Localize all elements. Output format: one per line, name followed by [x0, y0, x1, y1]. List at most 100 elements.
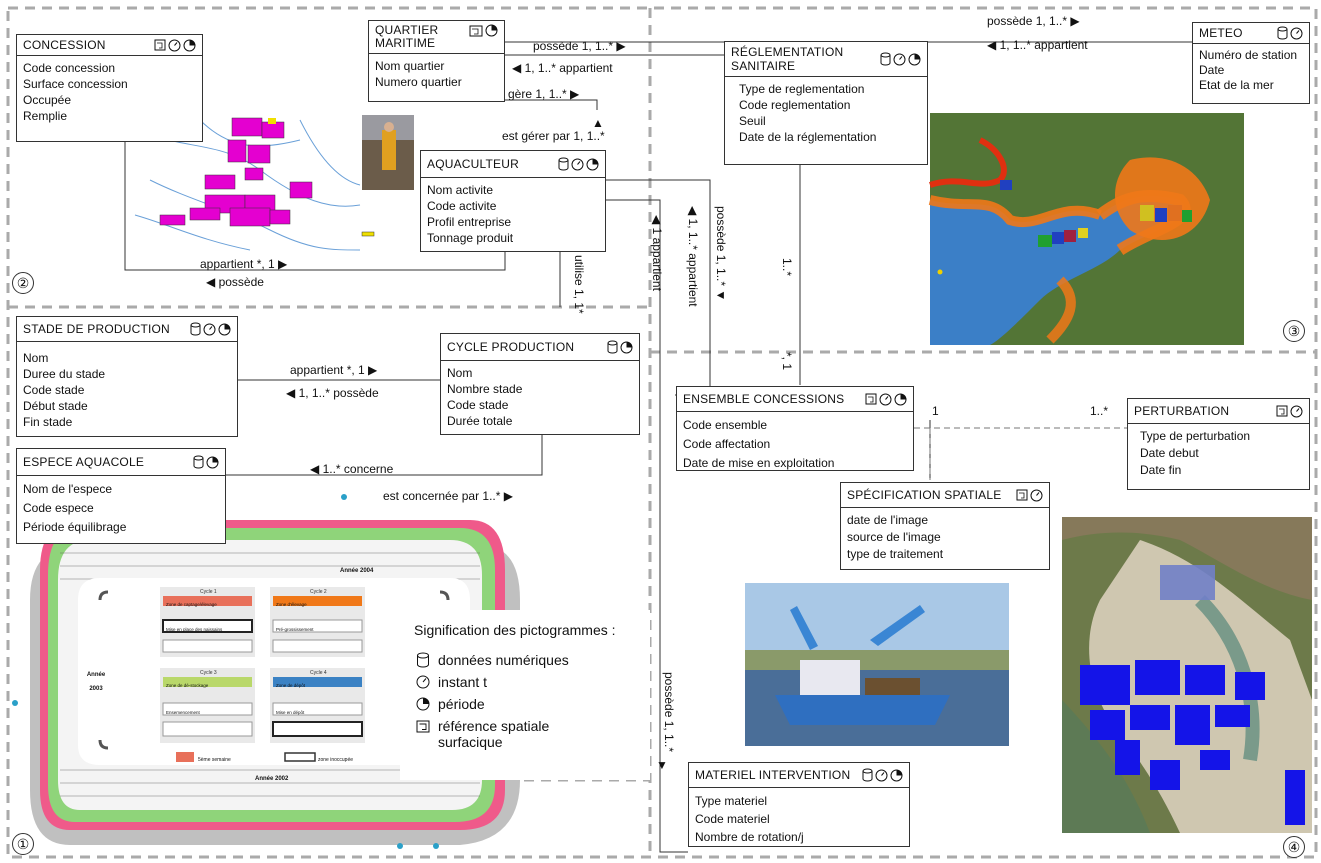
half-circle-icon — [485, 24, 498, 37]
legend-label: référence spatiale surfacique — [438, 718, 550, 750]
relation-label: possède 1, 1..* ▶ — [987, 14, 1080, 28]
attr: Remplie — [23, 109, 68, 123]
relation-label: est gérer par 1, 1..* — [502, 129, 605, 143]
entity-title: QUARTIER — [375, 23, 439, 37]
entity-specification-spatiale[interactable]: SPÉCIFICATION SPATIALE date de l'image s… — [840, 482, 1050, 570]
relation-label: ◀ 1 appartient — [650, 215, 664, 291]
entity-title-line2: MARITIME — [375, 36, 436, 50]
area-icon — [154, 39, 166, 51]
svg-text:Cycle 1: Cycle 1 — [200, 589, 217, 595]
entity-title: METEO — [1199, 26, 1243, 40]
calendar-step: Pré-grossissement — [276, 627, 314, 632]
attr: Date de la réglementation — [739, 130, 877, 144]
attr: Date de mise en exploitation — [683, 456, 835, 470]
entity-meteo[interactable]: METEO Numéro de station Date Etat de la … — [1192, 22, 1310, 104]
half-circle-icon — [894, 393, 907, 405]
attr: Nom activite — [427, 183, 494, 197]
attr: Code affectation — [683, 437, 771, 451]
relation-label: est concernée par 1..* ▶ — [383, 489, 513, 503]
entity-perturbation[interactable]: PERTURBATION Type de perturbation Date d… — [1127, 398, 1310, 490]
legend-item: instant t — [416, 674, 650, 690]
attr: Code materiel — [695, 812, 770, 826]
relation-label: possède 1, 1..* ▼ — [714, 206, 728, 302]
entity-title: ENSEMBLE CONCESSIONS — [683, 392, 845, 406]
cylinder-icon — [417, 652, 429, 668]
attr: Nom — [447, 366, 473, 380]
attr: Type de reglementation — [739, 82, 865, 96]
cylinder-icon — [193, 455, 204, 469]
entity-ensemble-concessions[interactable]: ENSEMBLE CONCESSIONS Code ensemble Code … — [676, 386, 914, 471]
entity-title: SPÉCIFICATION SPATIALE — [847, 488, 1002, 502]
calendar-zone: Zone de dé-stockage — [166, 683, 209, 688]
area-icon — [1276, 405, 1288, 417]
attr: Nom — [23, 351, 49, 365]
relation-label: ◀ possède — [206, 275, 264, 289]
calendar-zone: Zone de dépôt — [276, 683, 306, 688]
relation-label: utilise 1, 1* — [572, 255, 586, 314]
satellite-map — [1062, 517, 1312, 833]
attr: Etat de la mer — [1199, 78, 1274, 92]
legend-item: référence spatiale surfacique — [416, 718, 650, 750]
attr: Type de perturbation — [1140, 429, 1251, 443]
relation-label: ◀ 1, 1..* possède — [286, 386, 379, 400]
attr: Duree du stade — [23, 367, 106, 381]
entity-title: RÉGLEMENTATION — [731, 45, 844, 59]
calendar-step: Mise en place des naissains — [166, 627, 223, 632]
attr: Tonnage produit — [427, 231, 514, 245]
attr: Durée totale — [447, 414, 513, 428]
cylinder-icon — [880, 52, 891, 66]
cylinder-icon — [1277, 26, 1288, 40]
area-icon — [865, 393, 877, 405]
calendar-legend: zone inoccupée — [318, 757, 354, 763]
attr: Type materiel — [695, 794, 768, 808]
section-number-text: ① — [16, 835, 30, 852]
entity-concession[interactable]: CONCESSION Code concession Surface conce… — [16, 34, 203, 142]
attr: source de l'image — [847, 530, 941, 544]
relation-label: appartient *, 1 ▶ — [200, 257, 288, 271]
half-circle-icon — [183, 39, 196, 51]
clock-icon — [416, 675, 430, 689]
attr: Nombre stade — [447, 382, 523, 396]
attr: Date debut — [1140, 446, 1199, 460]
entity-cycle-production[interactable]: CYCLE PRODUCTION Nom Nombre stade Code s… — [440, 333, 640, 435]
arrow-up-icon: ▲ — [592, 116, 604, 130]
entity-title: PERTURBATION — [1134, 404, 1230, 418]
section-number-text: ③ — [1287, 322, 1301, 339]
section-number: ① — [12, 833, 34, 855]
relation-label: possède 1, 1..* — [662, 672, 676, 753]
attr: Occupée — [23, 93, 72, 107]
entity-espece-aquacole[interactable]: ESPECE AQUACOLE Nom de l'espece Code esp… — [16, 448, 226, 544]
entity-title: STADE DE PRODUCTION — [23, 322, 170, 336]
entity-aquaculteur[interactable]: AQUACULTEUR Nom activite Code activite P… — [420, 150, 606, 252]
clock-icon — [875, 769, 888, 781]
relation-label: ◀ 1..* concerne — [310, 462, 394, 476]
attr: Code reglementation — [739, 98, 851, 112]
clock-icon — [893, 53, 906, 65]
pictogram-legend: Signification des pictogrammes : données… — [400, 610, 650, 780]
entity-materiel-intervention[interactable]: MATERIEL INTERVENTION Type materiel Code… — [688, 762, 910, 847]
arrow-down-icon: ▼ — [656, 758, 668, 772]
clock-icon — [1030, 489, 1043, 501]
attr: Date fin — [1140, 463, 1182, 477]
half-circle-icon — [908, 53, 921, 65]
relation-label: possède 1, 1..* ▶ — [533, 39, 626, 53]
attr: Code activite — [427, 199, 497, 213]
attr: Date — [1199, 63, 1225, 77]
legend-item: période — [416, 696, 650, 712]
legend-title: Signification des pictogrammes : — [414, 622, 616, 638]
cylinder-icon — [558, 157, 569, 171]
clock-icon — [1290, 27, 1303, 39]
relation-label: 1..* — [780, 258, 794, 277]
half-circle-icon — [890, 769, 903, 781]
relation-label: gère 1, 1..* ▶ — [508, 87, 580, 101]
entity-stade-production[interactable]: STADE DE PRODUCTION Nom Duree du stade C… — [16, 316, 238, 437]
area-icon — [1016, 489, 1028, 501]
half-circle-icon — [218, 323, 231, 335]
clock-icon — [571, 158, 584, 170]
attr: type de traitement — [847, 547, 944, 561]
cylinder-icon — [862, 768, 873, 782]
calendar-zone: Zone de captage/élevage — [166, 602, 217, 607]
